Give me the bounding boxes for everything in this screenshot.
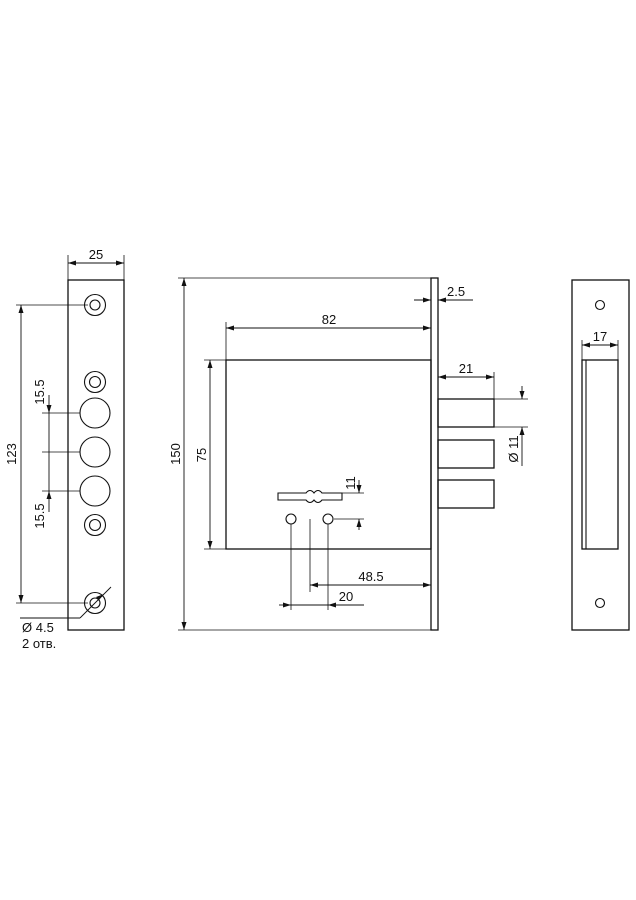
dimension-plate-hole-spacing-label: 123 <box>4 443 19 465</box>
lock-keyhole <box>277 489 343 504</box>
dimension-spindle-spacing-label: 20 <box>339 589 353 604</box>
dimension-mounting-hole-label: Ø 4.5 <box>22 620 54 635</box>
dimension-bolt-length: 21 <box>438 361 495 399</box>
dimension-case-height: 75 <box>194 359 226 550</box>
dimension-bolt-spacing: 15.5 15.5 <box>32 379 80 529</box>
lock-case <box>225 359 432 550</box>
lock-body-view: 150 75 82 2.5 <box>168 277 528 631</box>
front-plate-ring-upper <box>83 370 107 394</box>
front-plate-bolt-opening-2 <box>79 436 111 468</box>
front-plate-bolt-opening-1 <box>79 397 111 429</box>
lock-spindle-hole-right <box>322 513 334 525</box>
lock-faceplate <box>430 277 439 631</box>
dimension-keyhole-height-label: 11 <box>343 476 358 490</box>
front-plate-view: 25 123 15.5 15.5 <box>4 247 125 651</box>
dimension-strike-opening-label: 17 <box>593 329 607 344</box>
front-plate-ring-lower <box>83 513 107 537</box>
strike-plate-opening <box>581 359 619 550</box>
dimension-case-width: 82 <box>225 312 431 360</box>
dimension-case-height-label: 75 <box>194 448 209 462</box>
dimension-spindle-spacing: 20 <box>279 524 364 610</box>
dimension-plate-width: 25 <box>67 247 125 280</box>
dimension-backset: 48.5 <box>309 519 431 592</box>
dimension-backset-label: 48.5 <box>358 569 383 584</box>
dimension-mounting-hole-count-label: 2 отв. <box>22 636 56 651</box>
lock-bolt-2 <box>437 439 495 469</box>
dimension-strike-opening: 17 <box>581 329 619 360</box>
strike-plate-hole-top <box>594 299 606 311</box>
dimension-mounting-hole: Ø 4.5 2 отв. <box>20 586 112 651</box>
lock-bolt-3 <box>437 479 495 509</box>
lock-bolt-1 <box>437 398 495 428</box>
dimension-plate-thickness: 2.5 <box>414 284 473 303</box>
strike-plate-outline <box>571 279 630 631</box>
dimension-bolt-length-label: 21 <box>459 361 473 376</box>
dimension-plate-thickness-label: 2.5 <box>447 284 465 299</box>
dimension-bolt-spacing-bottom-label: 15.5 <box>32 503 47 528</box>
dimension-lock-height: 150 <box>168 277 431 631</box>
dimension-bolt-diameter-label: Ø 11 <box>506 435 521 462</box>
dimension-keyhole-height: 11 <box>322 476 364 530</box>
front-plate-outline <box>67 279 125 631</box>
strike-plate-view: 17 <box>571 279 630 631</box>
strike-plate-hole-bottom <box>594 597 606 609</box>
dimension-case-width-label: 82 <box>322 312 336 327</box>
lock-spindle-hole-left <box>285 513 297 525</box>
dimension-bolt-spacing-top-label: 15.5 <box>32 379 47 404</box>
dimension-plate-width-label: 25 <box>89 247 103 262</box>
dimension-plate-hole-spacing: 123 <box>4 304 88 604</box>
front-plate-bolt-opening-3 <box>79 475 111 507</box>
dimension-bolt-diameter: Ø 11 <box>494 386 528 466</box>
dimension-lock-height-label: 150 <box>168 443 183 465</box>
